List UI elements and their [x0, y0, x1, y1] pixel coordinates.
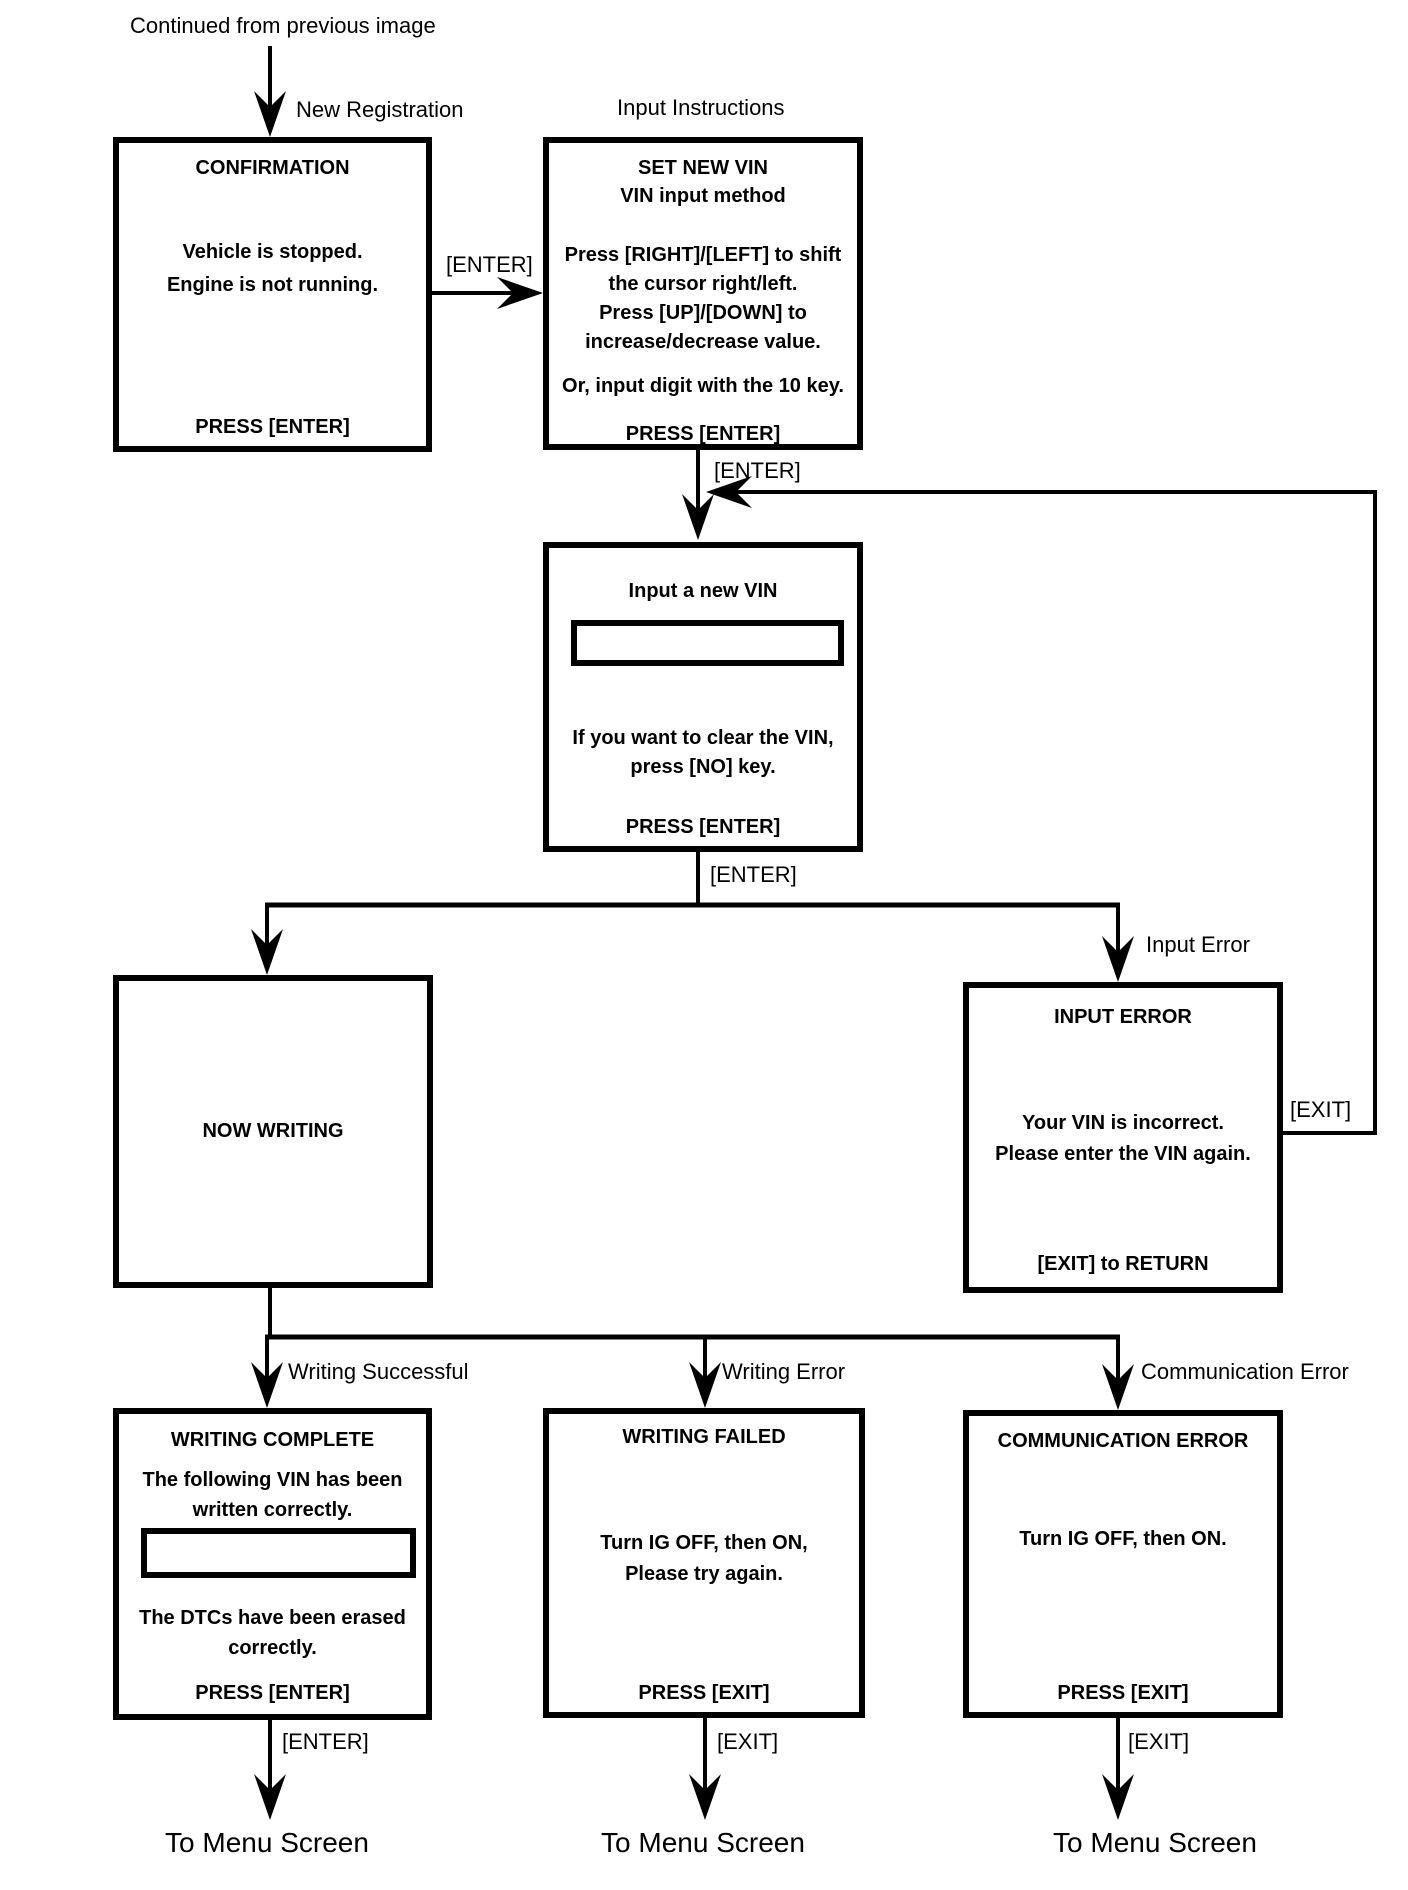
branch-label-input-error: Input Error: [1146, 932, 1250, 957]
node-body-line: Turn IG OFF, then ON,: [600, 1532, 808, 1554]
edge-label-enter-2: [ENTER]: [714, 458, 801, 483]
node-body-line: Your VIN is incorrect.: [1022, 1112, 1224, 1134]
node-body-line: written correctly.: [192, 1499, 353, 1521]
node-input-error: INPUT ERROR Your VIN is incorrect. Pleas…: [963, 982, 1283, 1293]
node-title: WRITING FAILED: [622, 1426, 786, 1448]
to-menu-screen-mid: To Menu Screen: [601, 1827, 805, 1858]
node-title-line2: VIN input method: [620, 185, 786, 207]
vin-input-field: [571, 620, 844, 666]
edge-failed-to-menu: [689, 1718, 721, 1820]
edge-complete-to-menu: [254, 1720, 286, 1820]
node-footer: PRESS [EXIT]: [1057, 1682, 1189, 1704]
edge-label-exit-bottom-right: [EXIT]: [1128, 1729, 1190, 1754]
edge-label-enter-bottom: [ENTER]: [282, 1729, 369, 1754]
branch-label-input-instructions: Input Instructions: [617, 95, 785, 120]
node-body-line: Turn IG OFF, then ON.: [1019, 1528, 1227, 1550]
node-body-line: The following VIN has been: [142, 1469, 403, 1491]
branch-label-writing-error: Writing Error: [722, 1359, 846, 1384]
edge-label-enter-1: [ENTER]: [446, 252, 533, 277]
node-body-line: Please enter the VIN again.: [995, 1143, 1251, 1165]
node-set-new-vin: SET NEW VIN VIN input method Press [RIGH…: [543, 137, 863, 450]
node-body-line: press [NO] key.: [630, 756, 776, 778]
node-footer: PRESS [ENTER]: [625, 816, 781, 838]
node-writing-complete: WRITING COMPLETE The following VIN has b…: [113, 1408, 432, 1720]
continued-from-previous-label: Continued from previous image: [130, 13, 436, 38]
edge-label-enter-3: [ENTER]: [710, 862, 797, 887]
node-body-line: Press [UP]/[DOWN] to: [599, 302, 807, 324]
edge-input-to-branch: [251, 852, 1134, 982]
node-title: CONFIRMATION: [195, 157, 350, 179]
node-footer: PRESS [ENTER]: [625, 423, 781, 445]
node-body-line: If you want to clear the VIN,: [572, 727, 834, 749]
node-body-line: increase/decrease value.: [585, 331, 821, 353]
node-footer: PRESS [EXIT]: [638, 1682, 770, 1704]
node-body-line: Press [RIGHT]/[LEFT] to shift: [564, 244, 842, 266]
node-footer: PRESS [ENTER]: [195, 416, 350, 438]
node-now-writing: NOW WRITING: [113, 975, 433, 1288]
node-footer: PRESS [ENTER]: [195, 1682, 350, 1704]
to-menu-screen-left: To Menu Screen: [165, 1827, 369, 1858]
branch-label-new-registration: New Registration: [296, 97, 464, 122]
edge-entry-arrow: [254, 46, 286, 137]
node-input-new-vin: Input a new VIN If you want to clear the…: [543, 542, 863, 852]
edge-label-exit-return: [EXIT]: [1290, 1097, 1352, 1122]
edge-error-return-loop: [706, 476, 1377, 1135]
node-footer: [EXIT] to RETURN: [1037, 1253, 1209, 1275]
node-title: NOW WRITING: [202, 1120, 344, 1142]
node-communication-error: COMMUNICATION ERROR Turn IG OFF, then ON…: [963, 1410, 1283, 1718]
node-title: SET NEW VIN: [637, 157, 768, 179]
node-title: WRITING COMPLETE: [170, 1429, 375, 1451]
node-body-line: Vehicle is stopped.: [182, 241, 363, 263]
node-title: COMMUNICATION ERROR: [997, 1430, 1249, 1452]
node-body-line: Please try again.: [625, 1563, 783, 1585]
node-body-line: Engine is not running.: [166, 274, 379, 296]
edge-instructions-to-input: [682, 450, 714, 540]
branch-label-communication-error: Communication Error: [1141, 1359, 1349, 1384]
node-title: INPUT ERROR: [1054, 1006, 1192, 1028]
edge-writing-branch: [251, 1288, 1134, 1410]
node-body-line: The DTCs have been erased: [139, 1607, 406, 1629]
node-confirmation: CONFIRMATION Vehicle is stopped. Engine …: [113, 137, 432, 452]
edge-confirm-to-instructions: [432, 277, 543, 309]
to-menu-screen-right: To Menu Screen: [1053, 1827, 1257, 1858]
node-title: Input a new VIN: [628, 580, 778, 602]
node-writing-failed: WRITING FAILED Turn IG OFF, then ON, Ple…: [543, 1408, 865, 1718]
edge-label-exit-bottom-mid: [EXIT]: [717, 1729, 779, 1754]
edge-comm-to-menu: [1102, 1718, 1134, 1820]
node-body-line: correctly.: [228, 1637, 317, 1659]
branch-label-writing-successful: Writing Successful: [288, 1359, 469, 1384]
vin-result-field: [141, 1528, 416, 1578]
node-body-line: the cursor right/left.: [608, 273, 798, 295]
node-note: Or, input digit with the 10 key.: [562, 375, 844, 397]
